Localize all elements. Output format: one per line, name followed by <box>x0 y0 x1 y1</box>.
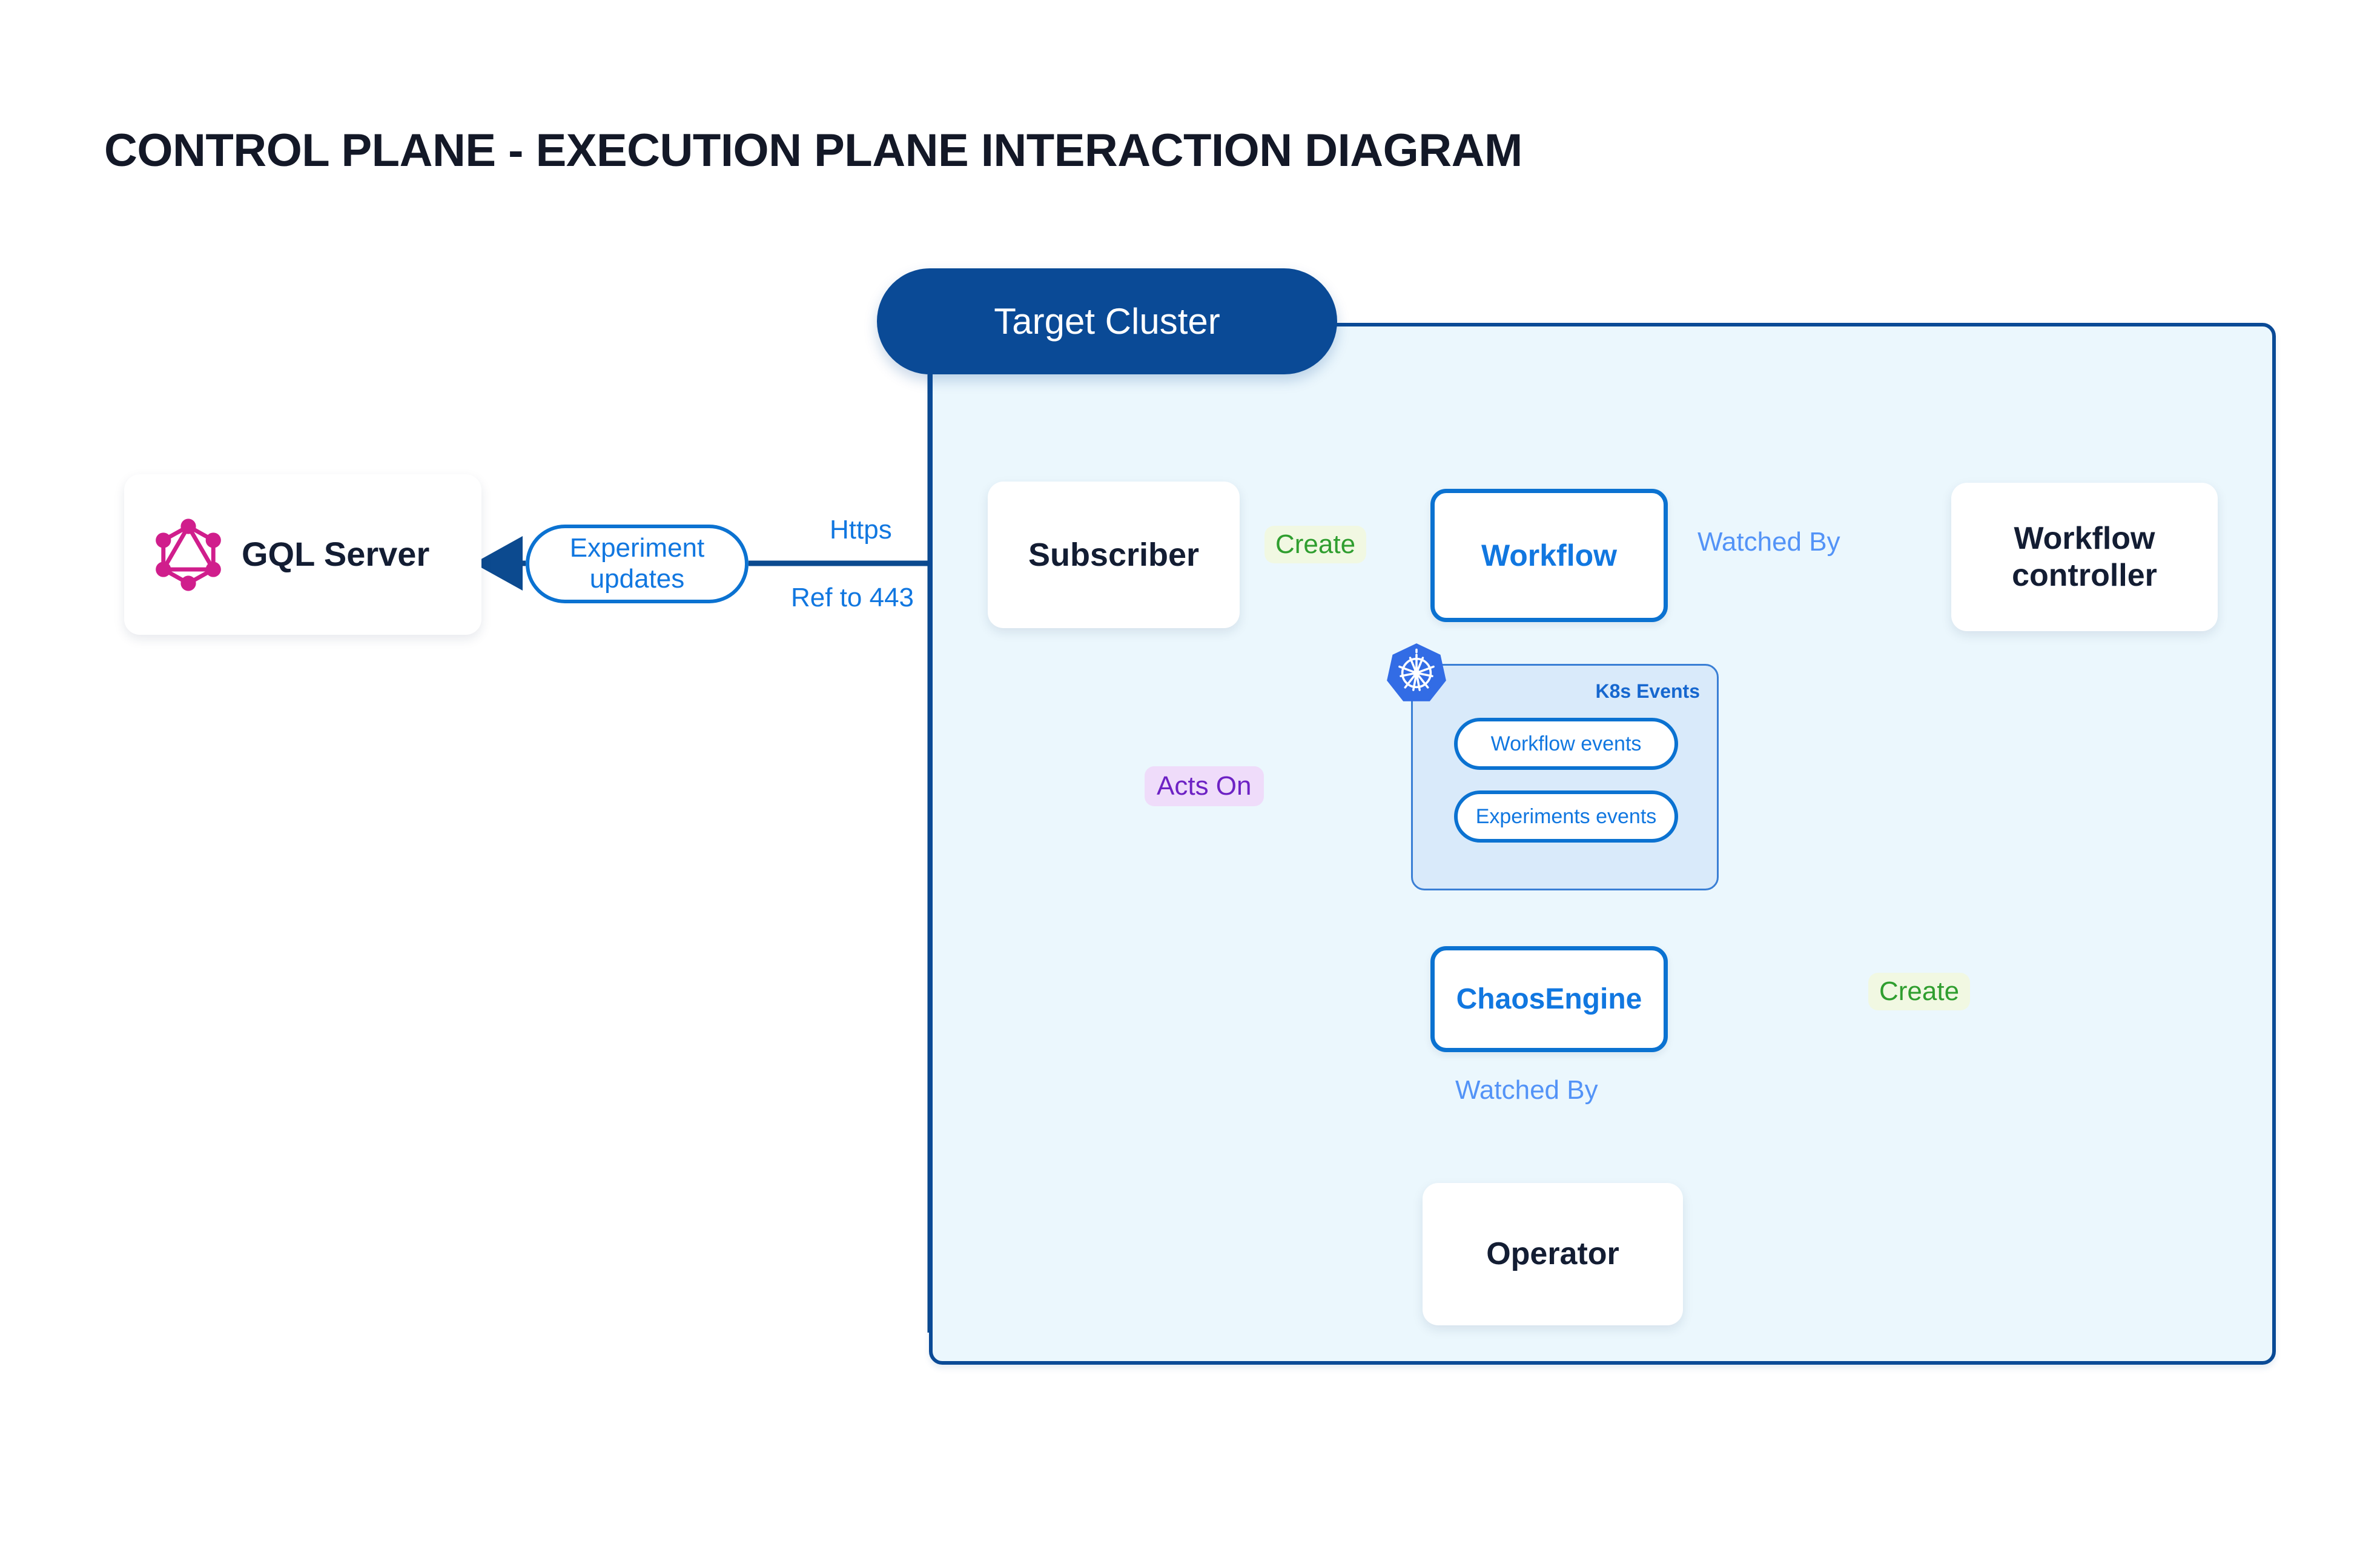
node-subscriber-label: Subscriber <box>1028 536 1200 573</box>
node-workflow-controller-label: Workflow controller <box>2012 521 2157 593</box>
edge-label-watched-by-controller: Watched By <box>1697 527 1840 557</box>
node-gql-server[interactable]: GQL Server <box>124 474 481 635</box>
k8s-events-panel: K8s Events Workflow events Experiments e… <box>1387 643 1719 890</box>
edge-label-watched-by-operator: Watched By <box>1455 1075 1598 1105</box>
edge-label-https: Https <box>830 515 892 545</box>
node-subscriber[interactable]: Subscriber <box>988 482 1240 628</box>
k8s-pill-experiments-events-label: Experiments events <box>1475 804 1657 828</box>
edge-label-create-chaosengine: Create <box>1868 973 1971 1010</box>
edge-label-create-workflow: Create <box>1264 526 1367 563</box>
node-workflow[interactable]: Workflow <box>1430 489 1668 622</box>
node-workflow-label: Workflow <box>1481 538 1618 572</box>
edge-label-ref-to-443: Ref to 443 <box>791 583 914 612</box>
node-workflow-controller[interactable]: Workflow controller <box>1951 483 2218 631</box>
k8s-pill-workflow-events-label: Workflow events <box>1490 732 1642 755</box>
page-title: CONTROL PLANE - EXECUTION PLANE INTERACT… <box>104 125 1522 176</box>
k8s-pill-experiments-events[interactable]: Experiments events <box>1454 790 1678 843</box>
node-operator[interactable]: Operator <box>1423 1183 1683 1325</box>
node-operator-label: Operator <box>1486 1236 1619 1272</box>
k8s-events-title: K8s Events <box>1595 680 1700 702</box>
node-chaos-engine[interactable]: ChaosEngine <box>1430 946 1668 1052</box>
edge-label-experiment-updates: Experiment updates <box>526 525 749 603</box>
node-chaos-engine-label: ChaosEngine <box>1456 982 1642 1015</box>
node-gql-server-label: GQL Server <box>242 535 430 574</box>
k8s-pill-workflow-events[interactable]: Workflow events <box>1454 718 1678 770</box>
target-cluster-label: Target Cluster <box>877 268 1337 374</box>
graphql-logo-icon <box>153 517 223 593</box>
edge-label-experiment-updates-text: Experiment updates <box>569 533 705 594</box>
kubernetes-logo-icon <box>1385 641 1448 704</box>
edge-label-acts-on: Acts On <box>1145 766 1264 806</box>
